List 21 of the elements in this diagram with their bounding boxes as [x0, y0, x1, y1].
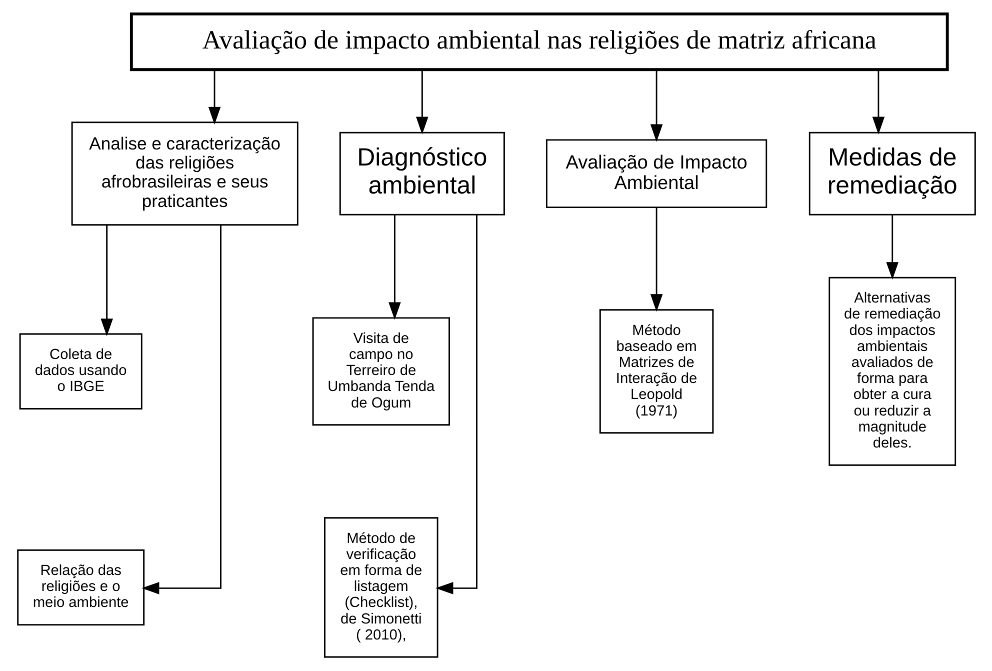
node-box: Método de verificação em forma de listagem (Checklist), de Simonetti ( 2010), — [324, 517, 438, 658]
arrow — [650, 70, 662, 142]
node-box: Avaliação de impacto ambiental nas religiões de matriz africana — [129, 12, 948, 72]
arrow — [141, 225, 221, 594]
node-box: Analise e caracterização das religiões afrobrasileiras e seus praticantes — [70, 122, 298, 226]
arrow — [100, 225, 112, 336]
node-box: Coleta de dados usando o IBGE — [18, 333, 142, 410]
node-box: Método baseado em Matrizes de Interação de Leopold (1971) — [598, 309, 714, 434]
arrow — [435, 214, 477, 594]
arrow — [886, 215, 898, 280]
node-box: Alternativas de remediação dos impactos ambientais avaliados de forma para obter a cura ou reduzir a magnitude deles. — [828, 276, 956, 466]
arrow — [388, 215, 400, 320]
arrow — [208, 70, 220, 124]
arrow — [650, 208, 662, 312]
node-box: Medidas de remediação — [808, 132, 976, 216]
node-box: Avaliação de Impacto Ambiental — [545, 139, 767, 208]
node-box: Diagnóstico ambiental — [338, 132, 504, 216]
arrow — [416, 70, 428, 134]
node-box: Visita de campo no Terreiro de Umbanda Tenda de Ogum — [312, 317, 450, 426]
node-box: Relação das religiões e o meio ambiente — [16, 549, 144, 626]
arrow — [872, 70, 884, 134]
